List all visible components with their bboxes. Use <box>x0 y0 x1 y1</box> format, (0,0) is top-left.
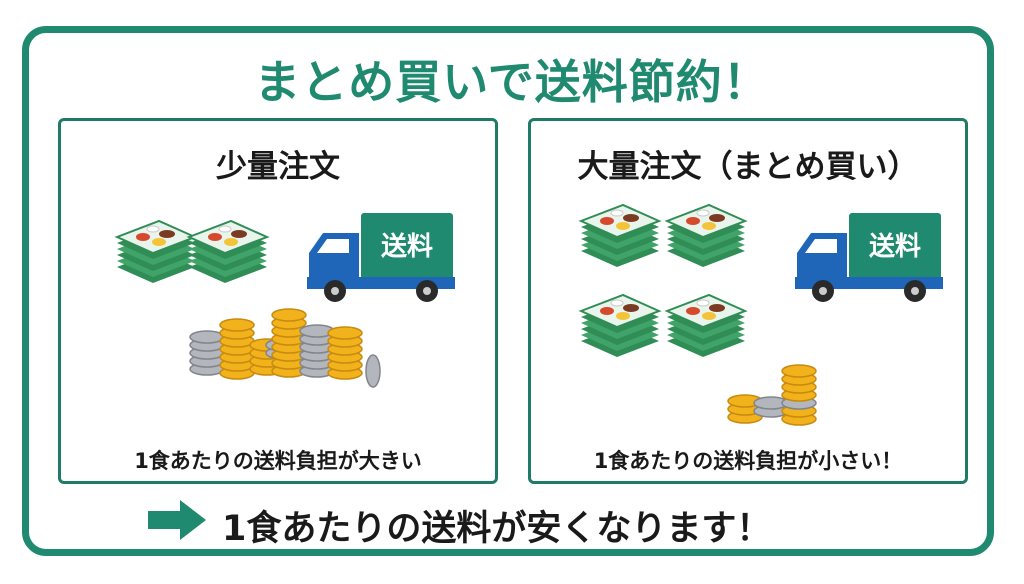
conclusion-row: 1食あたりの送料が安くなります！ <box>0 490 1024 550</box>
arrow-right-icon <box>148 500 206 540</box>
bento-stack-icon <box>666 294 746 358</box>
bento-stack-icon <box>188 220 268 284</box>
bento-stack-icon <box>580 204 660 268</box>
bento-stack-icon <box>666 204 746 268</box>
truck-label: 送料 <box>869 232 921 262</box>
bulk-order-panel: 大量注文（まとめ買い） <box>528 118 968 484</box>
small-order-heading: 少量注文 <box>216 149 340 185</box>
coin-stack-icon <box>727 364 817 426</box>
bulk-order-heading: 大量注文（まとめ買い） <box>577 149 919 185</box>
page-title: まとめ買いで送料節約！ <box>254 55 770 109</box>
small-order-panel: 少量注文 <box>58 118 498 484</box>
conclusion-text: 1食あたりの送料が安くなります！ <box>222 509 772 549</box>
bento-stack-icon <box>580 294 660 358</box>
delivery-truck-icon: 送料 <box>307 213 455 302</box>
bento-stack-icon <box>116 220 196 284</box>
small-order-illustration: 送料 <box>116 213 455 388</box>
bulk-order-caption: 1食あたりの送料負担が小さい！ <box>593 449 903 473</box>
bulk-order-illustration: 送料 <box>580 204 943 426</box>
delivery-truck-icon: 送料 <box>795 213 943 302</box>
truck-label: 送料 <box>381 232 433 262</box>
coin-stack-icon <box>189 308 381 388</box>
small-order-caption: 1食あたりの送料負担が大きい <box>134 449 422 473</box>
